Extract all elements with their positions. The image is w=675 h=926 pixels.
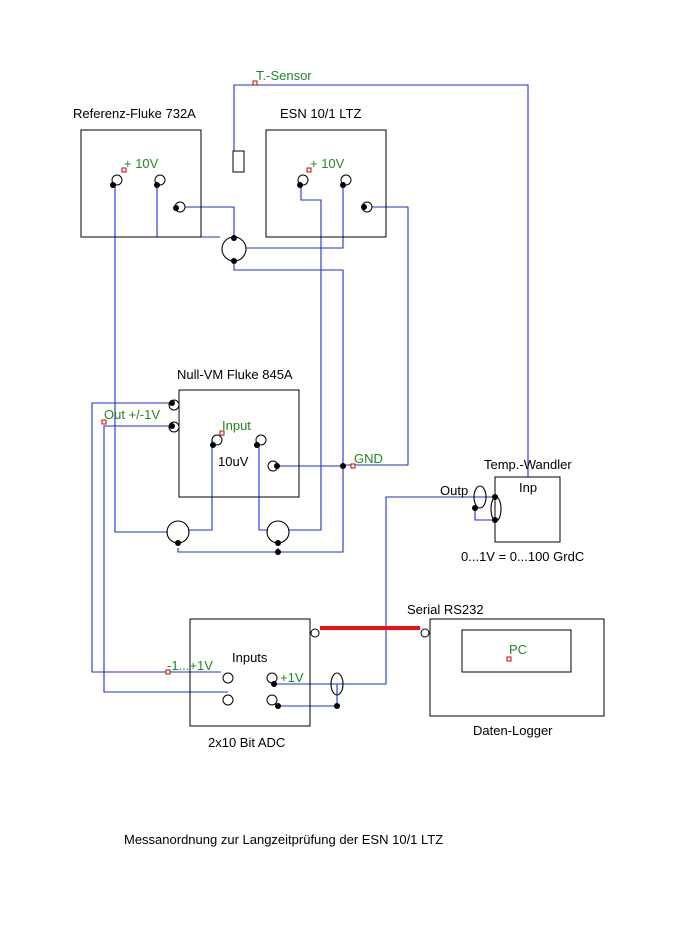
adc-box xyxy=(189,618,311,727)
wiring xyxy=(91,84,529,707)
temp-wandler-box xyxy=(494,476,561,543)
wire-crossover-gnd xyxy=(233,262,344,553)
junctions xyxy=(110,182,498,709)
wire-adc-plus1v xyxy=(274,683,338,707)
wire-temp-out xyxy=(337,496,495,685)
wire-out-1 xyxy=(91,402,221,673)
wire-esn-plus xyxy=(288,185,322,531)
adc-in-1 xyxy=(222,672,234,684)
range-label: -1...+1V xyxy=(167,658,213,673)
adc-serial-port xyxy=(310,628,320,638)
inp-label: Inp xyxy=(519,480,537,495)
adc-plus1v-loop xyxy=(330,672,344,696)
scale-label: 0...1V = 0...100 GrdC xyxy=(461,549,584,564)
wire-temp-out-2 xyxy=(474,508,495,521)
wire-ref-minus xyxy=(156,185,220,238)
terminals xyxy=(111,174,430,706)
wire-ref-plus xyxy=(114,185,168,533)
pc-box xyxy=(461,629,572,673)
esn-plus10v-label: + 10V xyxy=(310,156,345,171)
wire-bottom-bus xyxy=(177,548,278,553)
out-label: Out +/-1V xyxy=(104,407,160,422)
wire-out-2 xyxy=(103,425,228,693)
adc-in-4 xyxy=(266,694,278,706)
esn-label: ESN 10/1 LTZ xyxy=(280,106,361,121)
datenlogger-label: Daten-Logger xyxy=(473,723,553,738)
adc-in-2 xyxy=(222,694,234,706)
t-sensor-label: T.-Sensor xyxy=(256,68,312,83)
input-label: Input xyxy=(222,418,251,433)
temp-wandler-label: Temp.-Wandler xyxy=(484,457,572,472)
null-loop-right xyxy=(266,520,290,544)
caption: Messanordnung zur Langzeitprüfung der ES… xyxy=(124,832,443,847)
adc-label: 2x10 Bit ADC xyxy=(208,735,285,750)
wire-esn-guard xyxy=(343,206,409,466)
nullvm-label: Null-VM Fluke 845A xyxy=(177,367,293,382)
wire-nullvm-in-left xyxy=(188,439,215,531)
serial-label: Serial RS232 xyxy=(407,602,484,617)
plus1v-label: +1V xyxy=(280,670,304,685)
referenz-label: Referenz-Fluke 732A xyxy=(73,106,196,121)
temp-out-loop xyxy=(473,485,487,509)
wire-nullvm-in-right xyxy=(258,440,268,531)
referenz-fluke-box xyxy=(80,129,202,238)
wire-temp-sensor xyxy=(233,84,529,477)
null-loop-left xyxy=(166,520,190,544)
uv10-label: 10uV xyxy=(218,454,249,469)
esn-box xyxy=(265,129,387,238)
nullvm-box xyxy=(178,389,300,498)
t-sensor-probe xyxy=(232,150,245,173)
inputs-label: Inputs xyxy=(232,650,268,665)
ref-plus10v-label: + 10V xyxy=(124,156,159,171)
datenlogger-box xyxy=(429,618,605,717)
outp-label: Outp xyxy=(440,483,468,498)
wire-ref-guard xyxy=(178,206,235,240)
gnd-label: GND xyxy=(354,451,383,466)
logger-serial-port xyxy=(420,628,430,638)
pc-label: PC xyxy=(509,642,527,657)
wire-esn-minus xyxy=(246,185,344,249)
net-markers xyxy=(101,80,512,675)
